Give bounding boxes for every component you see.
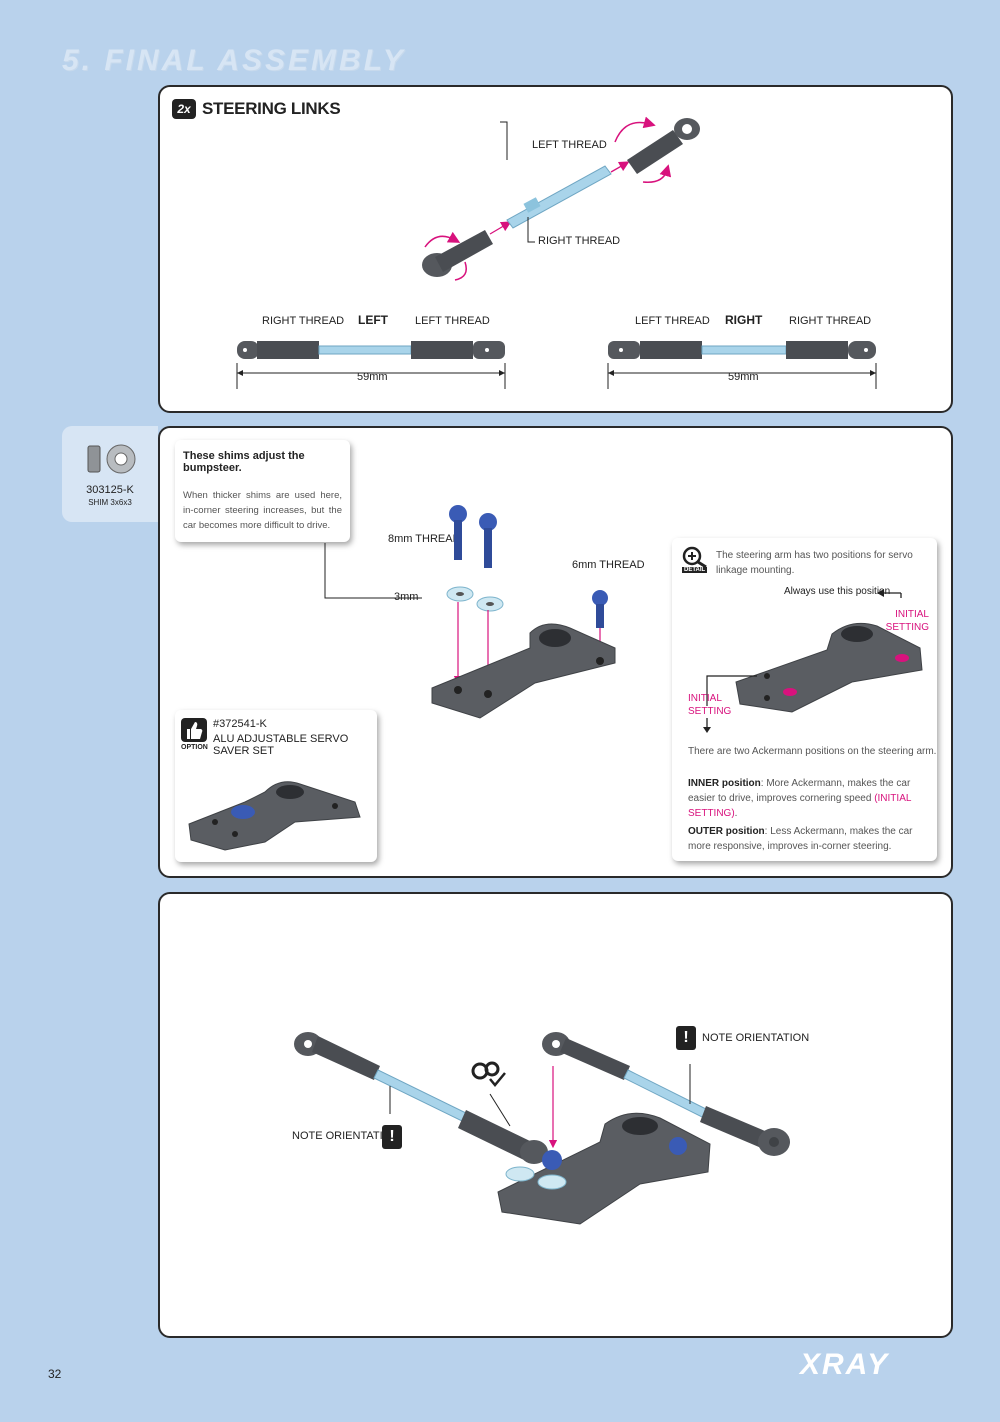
steering-link-exploded-illustration [422,116,700,281]
steering-links-panel: 2x STEERING LINKS LEFT THREA [158,85,953,413]
label-8mm-thread: 8mm THREAD [388,533,461,545]
ball-stud-8mm-a [449,505,467,560]
option-box: OPTION #372541-K ALU ADJUSTABLE SERVO SA… [175,710,377,862]
shims-panel: These shims adjust the bumpsteer. When t… [158,426,953,878]
warning-icon-left: ! [382,1125,402,1149]
final-assembly-panel: ! NOTE ORIENTATION NOTE ORIENTATION ! [158,892,953,1338]
ball-stud-8mm-b [479,513,497,568]
shim-icon [87,444,136,474]
label-6mm-thread: 6mm THREAD [572,559,645,571]
option-part-name: ALU ADJUSTABLE SERVO SAVER SET [213,733,349,757]
left-link-label-left: RIGHT THREAD [262,315,345,327]
magnifier-detail-icon [682,546,707,568]
inner-position-highlight: (INITIAL SETTING) [688,793,912,819]
inner-position-end: . [734,808,738,819]
bumpsteer-note-body: When thicker shims are used here, in-cor… [183,490,342,531]
label-right-thread: RIGHT THREAD [538,235,621,247]
arrow-left-icon [877,589,902,598]
parts-tab: 303125-K SHIM 3x6x3 [62,426,158,522]
label-3mm-shim: 3mm [394,591,419,603]
inner-position-label: INNER position [688,778,761,789]
section-title: 5. FINAL ASSEMBLY [62,44,406,77]
step-title: STEERING LINKS [202,99,341,118]
outer-position-text: OUTER position: Less Ackermann, makes th… [688,824,924,854]
initial-setting-right: INITIAL SETTING [885,609,929,633]
left-link-length: 59mm [357,371,388,383]
ball-cup-lower [422,230,493,277]
option-icon-label: OPTION [181,744,208,751]
initial-setting-pointer [706,675,757,706]
part-number: 303125-K [86,484,134,496]
shim-leader-line [324,543,422,599]
part-description: SHIM 3x6x3 [88,498,132,507]
bumpsteer-note: These shims adjust the bumpsteer. When t… [175,440,350,542]
inner-position-desc: : More Ackermann, makes the car easier t… [688,778,911,804]
ball-cup-upper [627,118,700,174]
quantity-badge: 2x [172,99,196,119]
left-link-label-right: LEFT THREAD [415,315,490,327]
detail-box: DETAIL The steering arm has two position… [672,538,937,861]
arrow-down-icon [703,718,711,733]
detail-intro: The steering arm has two positions for s… [716,550,913,576]
right-link-illustration [607,341,877,389]
bumpsteer-note-title: These shims adjust the bumpsteer. [183,450,305,474]
outer-position-label: OUTER position [688,826,765,837]
note-orientation-left: NOTE ORIENTATION [292,1130,400,1142]
label-left-thread: LEFT THREAD [532,139,607,151]
option-part-number: #372541-K [213,718,267,730]
ackermann-intro: There are two Ackermann positions on the… [688,746,937,757]
page-number: 32 [48,1367,62,1381]
outer-position-desc: : Less Ackermann, makes the car more res… [688,826,913,852]
steering-arm-detail-illustration [735,622,923,713]
left-link-marker: LEFT [358,313,388,327]
ball-stud-6mm [592,590,608,628]
servo-saver-illustration [188,781,361,851]
note-orientation-top: NOTE ORIENTATION [702,1032,810,1044]
brand-logo: XRAY [800,1348,890,1381]
warning-icon-top: ! [676,1026,696,1050]
thumbs-up-icon [181,718,207,742]
inner-position-text: INNER position: More Ackermann, makes th… [688,776,924,821]
always-use-label: Always use this position [784,586,891,597]
right-link-label-left: LEFT THREAD [635,315,710,327]
right-link-length: 59mm [728,371,759,383]
right-link-marker: RIGHT [725,313,763,327]
final-assembly-illustration [294,1032,790,1225]
initial-setting-left: INITIAL SETTING [688,693,732,717]
left-link-illustration [236,341,506,389]
right-link-label-right: RIGHT THREAD [789,315,872,327]
detail-icon-label: DETAIL [682,567,708,573]
tools-check-icon [471,1061,506,1087]
steering-arm-assembly-illustration [431,505,616,719]
